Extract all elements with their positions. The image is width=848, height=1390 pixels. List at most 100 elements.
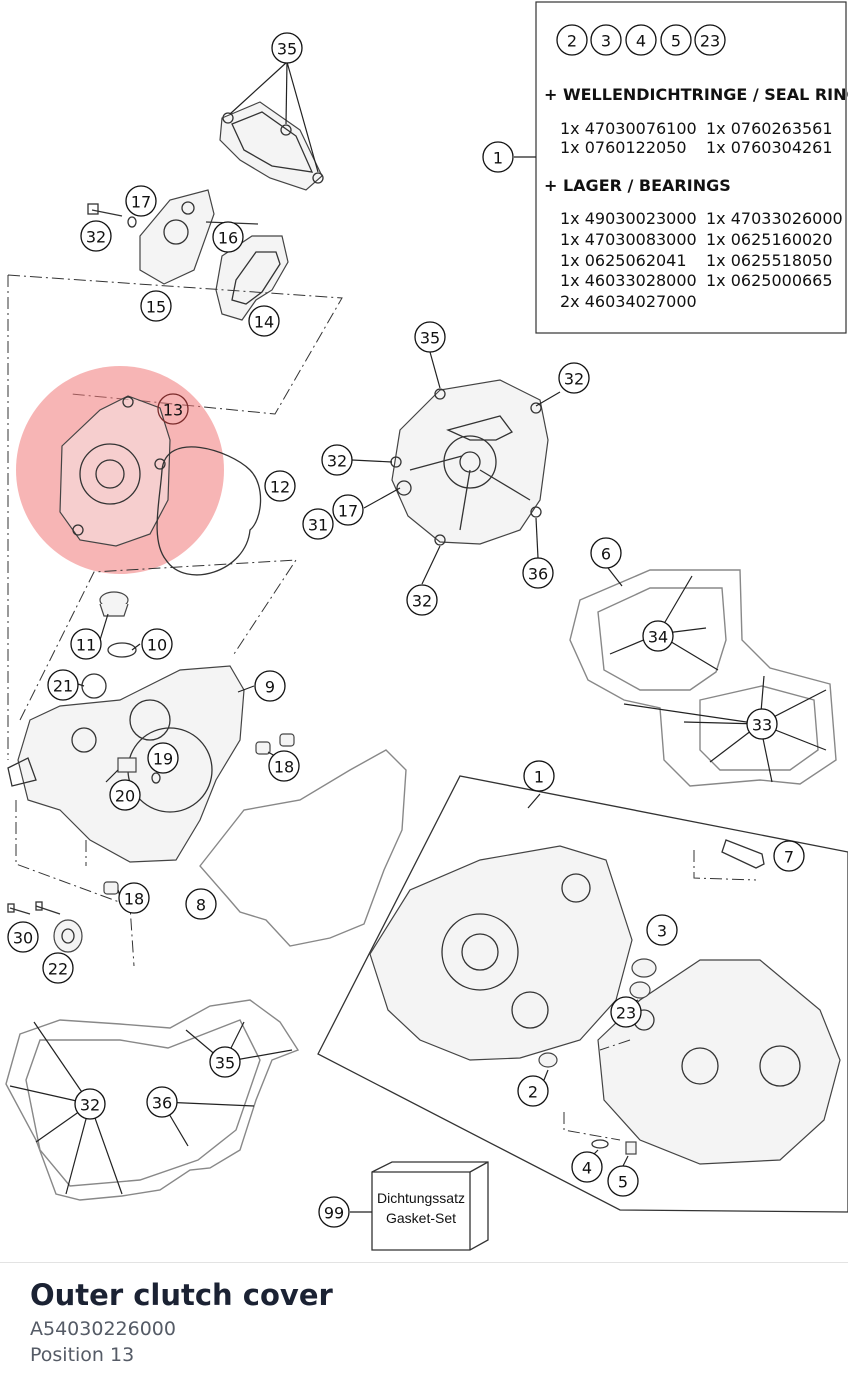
callout-17-1[interactable]: 17 [125, 185, 157, 217]
svg-text:17: 17 [338, 502, 358, 521]
svg-text:3: 3 [657, 922, 667, 941]
callout-8-26[interactable]: 8 [185, 888, 217, 920]
gasket-set-label-de: Dichtungssatz [377, 1190, 465, 1206]
callout-32-2[interactable]: 32 [80, 220, 112, 252]
callout-36-13[interactable]: 36 [522, 557, 554, 589]
callout-19-22[interactable]: 19 [147, 742, 179, 774]
callout-32-9[interactable]: 32 [558, 362, 590, 394]
svg-text:1: 1 [493, 149, 503, 168]
callout-4-32[interactable]: 4 [571, 1151, 603, 1183]
svg-text:34: 34 [648, 628, 668, 647]
callout-6-15[interactable]: 6 [590, 537, 622, 569]
part-number: A54030226000 [30, 1318, 176, 1340]
callout-16-3[interactable]: 16 [212, 221, 244, 253]
info-circle-23[interactable]: 23 [694, 24, 726, 56]
svg-text:3: 3 [601, 32, 611, 51]
callout-35-36[interactable]: 35 [209, 1046, 241, 1078]
callout-13-6[interactable]: 13 [157, 393, 189, 425]
callout-1-27[interactable]: 1 [523, 760, 555, 792]
svg-text:2: 2 [528, 1083, 538, 1102]
svg-text:30: 30 [13, 929, 33, 948]
bearing-row-4-b: 1x 0625000665 [706, 271, 833, 290]
svg-text:12: 12 [270, 478, 290, 497]
svg-text:23: 23 [700, 32, 720, 51]
callout-22-35[interactable]: 22 [42, 952, 74, 984]
callout-35-8[interactable]: 35 [414, 321, 446, 353]
callout-36-38[interactable]: 36 [146, 1086, 178, 1118]
svg-text:5: 5 [671, 32, 681, 51]
seal-row-1-a: 1x 47030076100 [560, 119, 697, 138]
inner-cover-9 [7, 591, 295, 897]
outer-clutch-cover-13[interactable] [16, 366, 224, 574]
callout-34-16[interactable]: 34 [642, 620, 674, 652]
callout-9-21[interactable]: 9 [254, 670, 286, 702]
callout-23-30[interactable]: 23 [610, 996, 642, 1028]
callout-18-24[interactable]: 18 [268, 750, 300, 782]
info-circle-4[interactable]: 4 [625, 24, 657, 56]
callout-10-19[interactable]: 10 [141, 628, 173, 660]
callout-32-10[interactable]: 32 [321, 444, 353, 476]
info-box-ref-1[interactable]: 1 [482, 141, 514, 173]
gasket-set-99: Dichtungssatz Gasket-Set [350, 1161, 489, 1251]
svg-text:18: 18 [124, 890, 144, 909]
info-circle-3[interactable]: 3 [590, 24, 622, 56]
svg-text:36: 36 [528, 565, 548, 584]
footer-divider [0, 1262, 848, 1263]
svg-text:1: 1 [534, 768, 544, 787]
svg-text:11: 11 [76, 636, 96, 655]
crankcase-gasket-6 [569, 567, 837, 787]
callout-11-18[interactable]: 11 [70, 628, 102, 660]
svg-text:23: 23 [616, 1004, 636, 1023]
callout-3-29[interactable]: 3 [646, 914, 678, 946]
callout-31-12[interactable]: 31 [302, 508, 334, 540]
info-circle-5[interactable]: 5 [660, 24, 692, 56]
bottom-gaskets [5, 999, 300, 1201]
callout-20-23[interactable]: 20 [109, 779, 141, 811]
callout-14-5[interactable]: 14 [248, 305, 280, 337]
part-name: Outer clutch cover [30, 1278, 333, 1312]
callout-5-33[interactable]: 5 [607, 1165, 639, 1197]
svg-text:4: 4 [582, 1159, 592, 1178]
callout-12-7[interactable]: 12 [264, 470, 296, 502]
part-position: Position 13 [30, 1344, 135, 1366]
seal-row-2-b: 1x 0760304261 [706, 138, 833, 157]
callout-32-14[interactable]: 32 [406, 584, 438, 616]
callout-35-0[interactable]: 35 [271, 32, 303, 64]
callout-15-4[interactable]: 15 [140, 290, 172, 322]
callout-32-37[interactable]: 32 [74, 1088, 106, 1120]
svg-text:20: 20 [115, 787, 135, 806]
svg-text:32: 32 [327, 452, 347, 471]
svg-text:6: 6 [601, 545, 611, 564]
callout-33-17[interactable]: 33 [746, 708, 778, 740]
callout-7-28[interactable]: 7 [773, 840, 805, 872]
svg-text:35: 35 [420, 329, 440, 348]
water-pump-wheel-22 [7, 901, 83, 953]
svg-text:14: 14 [254, 313, 274, 332]
bearing-row-3-a: 1x 0625062041 [560, 251, 687, 270]
callout-21-20[interactable]: 21 [47, 669, 79, 701]
svg-text:32: 32 [412, 592, 432, 611]
svg-text:21: 21 [53, 677, 73, 696]
bearing-row-5-a: 2x 46034027000 [560, 292, 697, 311]
assembly-outline-lower-left [15, 800, 135, 967]
callout-99-39[interactable]: 99 [318, 1196, 350, 1228]
gasket-o-ring-12 [156, 446, 262, 576]
svg-text:16: 16 [218, 229, 238, 248]
assembly-outline-lower-right [563, 1039, 631, 1141]
svg-text:8: 8 [196, 896, 206, 915]
callout-30-34[interactable]: 30 [7, 921, 39, 953]
crankcase-1 [369, 845, 841, 1165]
svg-text:10: 10 [147, 636, 167, 655]
info-circle-2[interactable]: 2 [556, 24, 588, 56]
water-pump-cover-group [87, 61, 324, 321]
seal-row-2-a: 1x 0760122050 [560, 138, 687, 157]
callout-17-11[interactable]: 17 [332, 494, 364, 526]
bearing-row-1-b: 1x 47033026000 [706, 209, 843, 228]
callout-2-31[interactable]: 2 [517, 1075, 549, 1107]
callout-18-25[interactable]: 18 [118, 882, 150, 914]
bearing-heading: + LAGER / BEARINGS [544, 176, 731, 195]
svg-text:19: 19 [153, 750, 173, 769]
svg-text:36: 36 [152, 1094, 172, 1113]
